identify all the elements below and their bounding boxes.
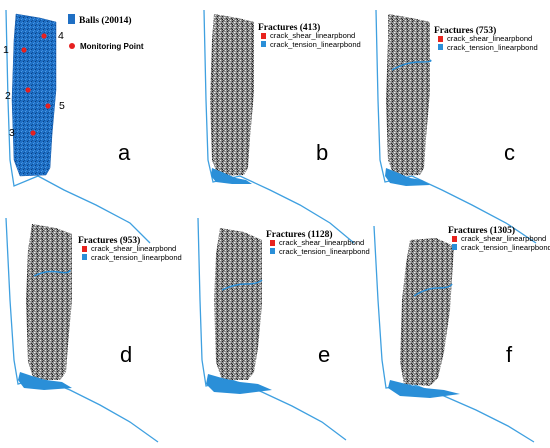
- shear-legend-swatch: [261, 33, 266, 39]
- panel-f: Fractures (1305) crack_shear_linearpbond…: [373, 225, 550, 443]
- slope-profile-line: [5, 9, 151, 244]
- ball-assembly: [11, 13, 57, 177]
- panel-letter-c: c: [504, 140, 515, 165]
- monitoring-point-4: [41, 33, 47, 39]
- monitoring-point-label-3: 3: [9, 127, 15, 139]
- monitoring-point-label-1: 1: [3, 44, 9, 56]
- shear-legend-swatch: [452, 236, 457, 242]
- panel-letter-f: f: [506, 342, 513, 367]
- fractures-title: Fractures (753): [434, 25, 496, 36]
- tension-legend-swatch: [82, 254, 87, 260]
- tension-crack: [413, 283, 453, 297]
- tension-legend-label: crack_tension_linearpbond: [91, 253, 182, 262]
- panel-letter-e: e: [318, 342, 330, 367]
- panel-b: Fractures (413) crack_shear_linearpbond …: [203, 9, 361, 244]
- balls-legend-swatch: [68, 14, 75, 24]
- rock-column: [214, 228, 262, 380]
- panel-d: Fractures (953) crack_shear_linearpbond …: [5, 217, 182, 443]
- shear-legend-swatch: [82, 246, 87, 252]
- monitoring-point-1: [21, 47, 27, 53]
- shear-legend-swatch: [438, 36, 443, 42]
- shear-legend-label: crack_shear_linearpbond: [270, 31, 355, 40]
- tension-legend-label: crack_tension_linearpbond: [461, 243, 550, 252]
- toe-debris: [385, 168, 430, 186]
- balls-legend-label: Balls (20014): [79, 15, 132, 26]
- shear-legend-label: crack_shear_linearpbond: [279, 238, 364, 247]
- panel-e: Fractures (1128) crack_shear_linearpbond…: [197, 217, 370, 441]
- fractures-title: Fractures (1305): [448, 225, 515, 236]
- slope-profile-line: [203, 9, 355, 244]
- toe-debris: [388, 380, 460, 398]
- rock-column: [26, 224, 72, 380]
- panel-a: 1 2 3 4 5 Balls (20014) Monitoring Point…: [3, 9, 151, 244]
- tension-crack: [33, 269, 71, 277]
- panel-letter-d: d: [120, 342, 132, 367]
- panel-letter-b: b: [316, 140, 328, 165]
- tension-legend-label: crack_tension_linearpbond: [447, 43, 538, 52]
- panel-letter-a: a: [118, 140, 131, 165]
- toe-debris: [18, 372, 72, 390]
- fractures-title: Fractures (413): [258, 22, 320, 33]
- tension-crack: [221, 279, 263, 291]
- monitoring-point-3: [30, 130, 36, 136]
- monitoring-point-label-4: 4: [58, 30, 64, 42]
- tension-legend-swatch: [438, 44, 443, 50]
- shear-legend-label: crack_shear_linearpbond: [447, 34, 532, 43]
- shear-legend-swatch: [270, 240, 275, 246]
- shear-legend-label: crack_shear_linearpbond: [91, 244, 176, 253]
- monitoring-point-5: [45, 103, 51, 109]
- rock-column: [386, 14, 430, 176]
- toe-debris: [211, 168, 252, 184]
- slope-profile-line: [373, 225, 535, 443]
- tension-crack: [391, 59, 432, 71]
- rock-column: [400, 238, 454, 386]
- toe-debris: [206, 374, 272, 394]
- fractures-title: Fractures (1128): [266, 229, 333, 240]
- shear-legend-label: crack_shear_linearpbond: [461, 234, 546, 243]
- tension-legend-swatch: [270, 248, 275, 254]
- monitoring-point-label-2: 2: [5, 90, 11, 102]
- monitoring-point-label-5: 5: [59, 100, 65, 112]
- fractures-title: Fractures (953): [78, 235, 140, 246]
- rock-column: [210, 14, 254, 176]
- monitoring-point-2: [25, 87, 31, 93]
- monitoring-legend-marker: [69, 43, 75, 49]
- tension-legend-swatch: [261, 41, 266, 47]
- tension-legend-label: crack_tension_linearpbond: [279, 247, 370, 256]
- tension-legend-label: crack_tension_linearpbond: [270, 40, 361, 49]
- panel-c: Fractures (753) crack_shear_linearpbond …: [375, 9, 538, 244]
- monitoring-legend-label: Monitoring Point: [80, 42, 144, 51]
- tension-legend-swatch: [452, 244, 457, 250]
- slope-profile-line: [375, 9, 537, 244]
